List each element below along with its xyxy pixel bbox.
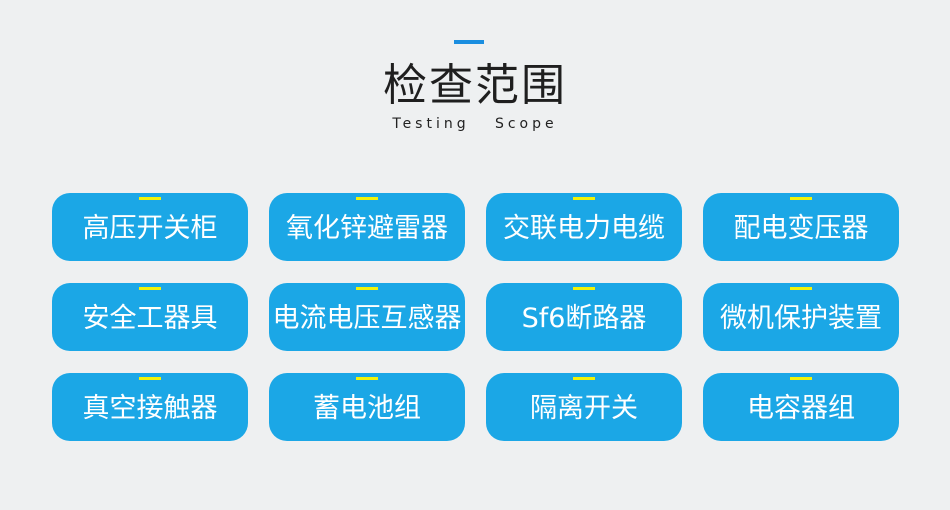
card-accent-bar — [139, 377, 161, 380]
scope-item-label: 安全工器具 — [82, 303, 218, 334]
card-accent-bar — [356, 287, 378, 290]
card-accent-bar — [573, 197, 595, 200]
page-subtitle: Testing Scope — [392, 116, 558, 132]
scope-item-distribution-transformer: 配电变压器 — [703, 193, 899, 261]
scope-item-xlpe-power-cable: 交联电力电缆 — [486, 193, 682, 261]
card-accent-bar — [790, 197, 812, 200]
scope-item-current-voltage-transformer: 电流电压互感器 — [269, 283, 465, 351]
scope-item-label: 交联电力电缆 — [503, 213, 665, 244]
card-accent-bar — [356, 377, 378, 380]
card-accent-bar — [573, 287, 595, 290]
scope-item-sf6-circuit-breaker: Sf6断路器 — [486, 283, 682, 351]
card-accent-bar — [139, 287, 161, 290]
card-accent-bar — [790, 287, 812, 290]
scope-item-isolating-switch: 隔离开关 — [486, 373, 682, 441]
scope-item-microcomputer-protection: 微机保护装置 — [703, 283, 899, 351]
header-accent-bar — [454, 40, 484, 44]
scope-item-label: Sf6断路器 — [521, 303, 647, 334]
page-title: 检查范围 — [383, 60, 567, 111]
scope-item-label: 蓄电池组 — [313, 393, 421, 424]
scope-item-label: 氧化锌避雷器 — [286, 213, 448, 244]
scope-item-battery-pack: 蓄电池组 — [269, 373, 465, 441]
card-accent-bar — [356, 197, 378, 200]
card-accent-bar — [139, 197, 161, 200]
scope-item-label: 隔离开关 — [530, 393, 638, 424]
scope-item-capacitor-bank: 电容器组 — [703, 373, 899, 441]
scope-item-zinc-oxide-arrester: 氧化锌避雷器 — [269, 193, 465, 261]
card-accent-bar — [790, 377, 812, 380]
scope-item-vacuum-contactor: 真空接触器 — [52, 373, 248, 441]
scope-item-label: 微机保护装置 — [720, 303, 882, 334]
card-accent-bar — [573, 377, 595, 380]
scope-item-label: 高压开关柜 — [82, 213, 218, 244]
scope-item-label: 电容器组 — [747, 393, 855, 424]
scope-item-safety-tools: 安全工器具 — [52, 283, 248, 351]
scope-item-label: 配电变压器 — [733, 213, 869, 244]
scope-grid: 高压开关柜 氧化锌避雷器 交联电力电缆 配电变压器 安全工器具 电流电压互感器 … — [52, 193, 900, 441]
scope-item-high-voltage-switchgear: 高压开关柜 — [52, 193, 248, 261]
scope-item-label: 电流电压互感器 — [272, 303, 462, 334]
scope-item-label: 真空接触器 — [82, 393, 218, 424]
